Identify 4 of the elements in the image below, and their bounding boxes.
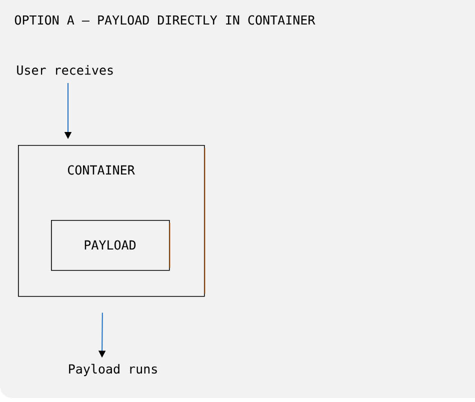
text-label: Payload runs [69, 364, 157, 376]
title: OPTION A — PAYLOAD DIRECTLY IN CONTAINER [14, 15, 316, 25]
box: PAYLOAD [51, 220, 170, 271]
text-label: User receives [17, 65, 113, 75]
